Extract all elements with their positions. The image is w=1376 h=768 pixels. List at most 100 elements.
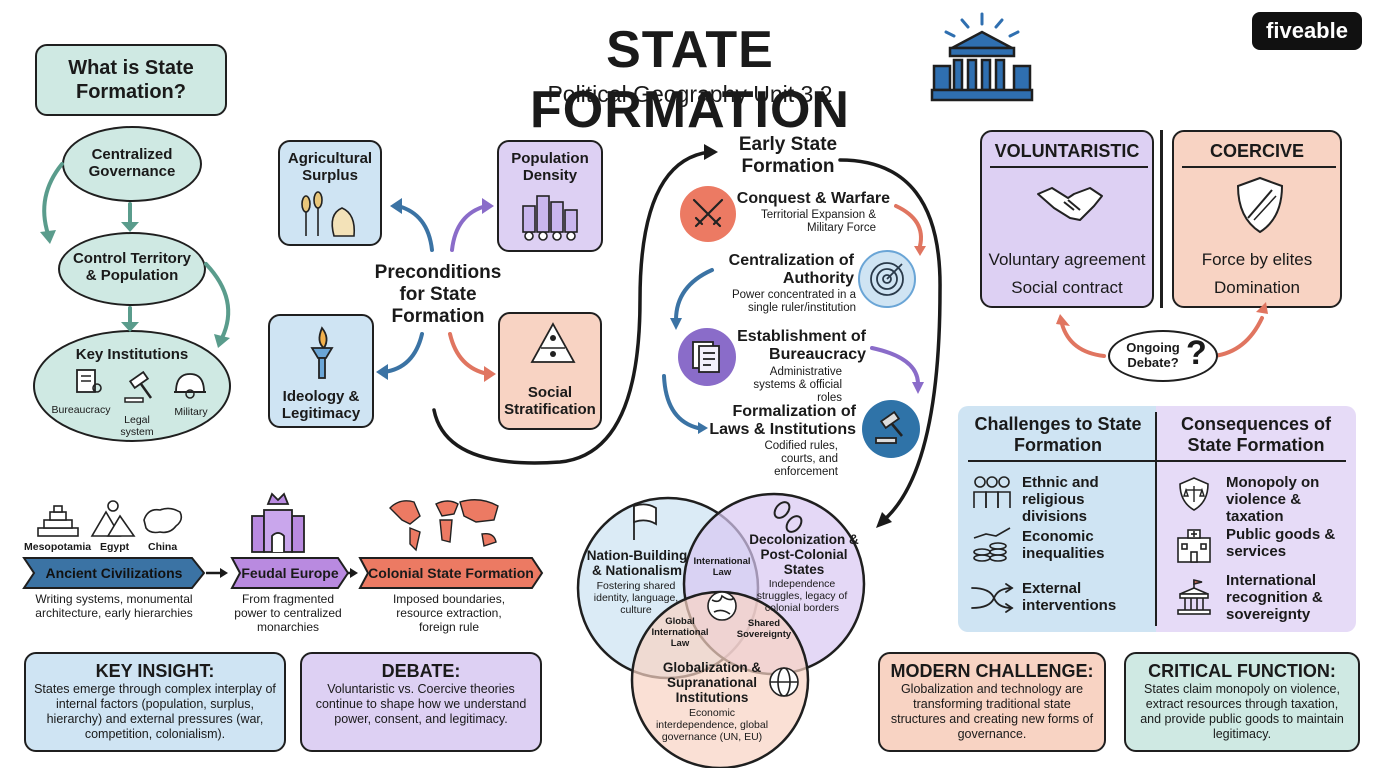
step-bureaucracy-title: Establishment of Bureaucracy	[737, 328, 866, 363]
venn-diagram	[576, 492, 866, 768]
voluntaristic-line-1: Voluntary agreement	[988, 250, 1146, 269]
step-bureaucracy-desc: Administrative systems & official roles	[753, 366, 842, 404]
shield-icon	[1236, 176, 1284, 234]
venn-decolonization-desc: Independence struggles, legacy of coloni…	[756, 578, 848, 614]
brand-logo[interactable]: fiveable	[1252, 12, 1362, 50]
early-state-cycle-arrow	[432, 144, 942, 528]
centralized-governance-node: Centralized Governance	[62, 126, 202, 202]
flag-icon	[633, 503, 657, 540]
venn-nation-building-title: Nation-Building & Nationalism	[586, 548, 688, 578]
what-is-box: What is State Formation?	[35, 44, 227, 116]
control-territory-node: Control Territory & Population	[58, 232, 206, 306]
voluntaristic-title: VOLUNTARISTIC	[994, 141, 1140, 161]
ongoing-debate-bubble: Ongoing Debate?	[1108, 330, 1218, 382]
military-label: Military	[174, 406, 208, 418]
population-density-card: Population Density	[497, 140, 603, 252]
debate-box: DEBATE: Voluntaristic vs. Coercive theor…	[300, 652, 542, 752]
page-title: STATE FORMATION	[530, 21, 850, 139]
social-stratification-label: Social Stratification	[504, 384, 596, 418]
broken-chain-icon	[773, 501, 803, 533]
key-insight-box: KEY INSIGHT: States emerge through compl…	[24, 652, 286, 752]
handshake-icon	[1037, 187, 1103, 221]
key-institutions-label: Key Institutions	[75, 346, 189, 363]
centralized-governance-label: Centralized Governance	[88, 146, 176, 180]
debate-text: Voluntaristic vs. Coercive theories cont…	[315, 682, 527, 726]
population-density-label: Population Density	[511, 150, 589, 184]
preconditions-arrows	[376, 198, 496, 382]
critical-function-title: CRITICAL FUNCTION:	[1148, 661, 1336, 681]
modern-challenge-text: Globalization and technology are transfo…	[890, 682, 1094, 741]
stage-feudal-desc: From fragmented power to centralized mon…	[234, 592, 342, 634]
venn-decolonization-title: Decolonization & Post-Colonial States	[749, 532, 859, 577]
stage-colonial-desc: Imposed boundaries, resource extraction,…	[392, 592, 506, 634]
wheat-sack-icon	[301, 191, 356, 237]
venn-overlap-global-international-law: Global International Law	[651, 616, 709, 649]
castle-icon	[251, 492, 305, 553]
step-centralization-desc: Power concentrated in a single ruler/ins…	[731, 289, 856, 314]
stage-colonial-state: Colonial State Formation	[368, 565, 534, 581]
helmet-icon	[174, 373, 206, 399]
hospital-building-icon	[1177, 529, 1211, 563]
region-mesopotamia: Mesopotamia	[24, 541, 92, 553]
china-map-icon	[143, 507, 183, 534]
step-centralization-title: Centralization of Authority	[728, 252, 854, 287]
theories-divider	[1160, 130, 1163, 308]
gavel-icon	[124, 370, 153, 403]
venn-nation-building-desc: Fostering shared identity, language, cul…	[593, 580, 679, 616]
stage-feudal-europe: Feudal Europe	[241, 565, 339, 581]
ziggurat-icon	[37, 505, 79, 537]
page-subtitle: Political Geography Unit 3.2	[547, 81, 833, 107]
coercive-line-2: Domination	[1214, 278, 1300, 297]
documents-icon	[692, 341, 720, 373]
pyramids-icon	[90, 500, 136, 537]
venn-overlap-international-law: International Law	[693, 556, 751, 578]
early-state-title: Early State Formation	[738, 134, 838, 177]
challenges-divider	[1155, 412, 1157, 626]
challenge-item-1: Ethnic and religious divisions	[1022, 474, 1099, 525]
globe-icon	[707, 591, 737, 621]
consequence-item-3: International recognition & sovereignty	[1226, 572, 1323, 623]
step-conquest-title: Conquest & Warfare	[736, 190, 890, 207]
venn-overlap-shared-sovereignty: Shared Sovereignty	[736, 618, 792, 640]
scales-icon	[1179, 477, 1209, 511]
city-crowd-icon	[522, 195, 578, 241]
region-china: China	[148, 541, 178, 553]
bureaucracy-label: Bureaucracy	[51, 404, 111, 416]
control-territory-label: Control Territory & Population	[72, 250, 192, 284]
bureaucracy-icon	[76, 369, 102, 393]
world-globe-icon	[769, 667, 799, 697]
coercive-title: COERCIVE	[1209, 141, 1305, 161]
ideology-legitimacy-card: Ideology & Legitimacy	[268, 314, 374, 428]
voluntaristic-line-2: Social contract	[1011, 278, 1123, 297]
challenge-item-3: External interventions	[1022, 580, 1117, 614]
coins-chart-icon	[973, 527, 1011, 562]
agricultural-surplus-label: Agricultural Surplus	[287, 150, 373, 184]
consequence-item-2: Public goods & services	[1226, 526, 1336, 560]
step-formalization-desc: Codified rules, courts, and enforcement	[764, 440, 838, 478]
step-formalization-title: Formalization of Laws & Institutions	[709, 403, 856, 438]
what-is-title: What is State Formation?	[68, 57, 194, 103]
modern-challenge-box: MODERN CHALLENGE: Globalization and tech…	[878, 652, 1106, 752]
ideology-legitimacy-label: Ideology & Legitimacy	[281, 388, 361, 422]
key-institutions-node: Key Institutions Bureaucracy Legal syste…	[33, 330, 231, 442]
brand-label: fiveable	[1266, 18, 1348, 43]
ongoing-debate-label: Ongoing Debate?	[1126, 340, 1180, 370]
legal-system-label: Legal system	[120, 414, 154, 438]
crossing-arrows-icon	[971, 583, 1014, 613]
critical-function-text: States claim monopoly on violence, extra…	[1140, 682, 1344, 741]
voluntaristic-card: VOLUNTARISTIC Voluntary agreement Social…	[980, 130, 1154, 308]
key-insight-title: KEY INSIGHT:	[95, 661, 215, 681]
preconditions-center-label: Preconditions for State Formation	[374, 262, 502, 327]
coercive-line-1: Force by elites	[1201, 250, 1313, 269]
modern-challenge-title: MODERN CHALLENGE:	[890, 661, 1094, 681]
consequence-item-1: Monopoly on violence & taxation	[1226, 474, 1320, 525]
torch-icon	[310, 326, 334, 379]
social-stratification-card: Social Stratification	[498, 312, 602, 430]
challenges-title: Challenges to State Formation	[974, 414, 1142, 455]
step-conquest-desc: Territorial Expansion & Military Force	[760, 209, 876, 234]
challenges-rule	[968, 460, 1346, 462]
agricultural-surplus-card: Agricultural Surplus	[278, 140, 382, 246]
venn-globalization-desc: Economic interdependence, global governa…	[655, 707, 769, 743]
debate-arrows	[1056, 302, 1268, 358]
stage-ancient-desc: Writing systems, monumental architecture…	[35, 592, 193, 620]
